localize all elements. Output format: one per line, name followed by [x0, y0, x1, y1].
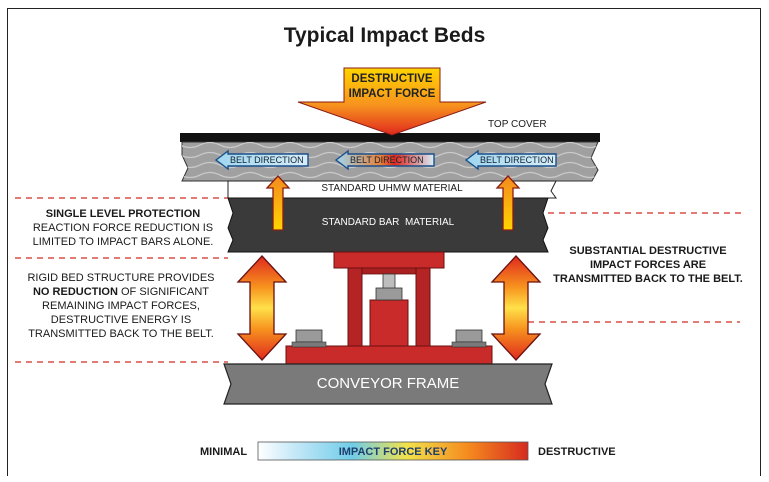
single-level-heading: SINGLE LEVEL PROTECTION — [45, 208, 201, 220]
double-arrow-left — [236, 255, 288, 361]
nut-left-base — [291, 341, 327, 348]
top-cover — [180, 133, 600, 142]
key-title: IMPACT FORCE KEY — [338, 446, 448, 458]
rigid-bed-rest: OF SIGNIFICANT — [117, 286, 209, 298]
base-plate — [285, 345, 493, 365]
rigid-bed-bold: NO REDUCTION — [32, 286, 118, 298]
belt-direction-arrow — [464, 149, 557, 171]
substantial-note: SUBSTANTIAL DESTRUCTIVE IMPACT FORCES AR… — [548, 244, 748, 286]
impact-force-arrow — [297, 67, 487, 136]
rigid-bed-line5: TRANSMITTED BACK TO THE BELT. — [28, 328, 214, 340]
conveyor-frame-label: CONVEYOR FRAME — [316, 375, 460, 392]
single-level-line1: REACTION FORCE REDUCTION IS — [32, 222, 214, 234]
force-arrow-line2: IMPACT FORCE — [348, 88, 436, 100]
belt-direction-arrow — [334, 149, 435, 171]
nut-left — [295, 329, 323, 343]
transmission-arrows — [236, 255, 542, 361]
bolt-nut — [375, 287, 403, 301]
key-min-label: MINIMAL — [200, 446, 248, 458]
rigid-bed-line2: NO REDUCTION OF SIGNIFICANT — [14, 285, 228, 299]
rigid-bed-line3: REMAINING IMPACT FORCES, — [42, 300, 200, 312]
rigid-bed-line4: DESTRUCTIVE ENERGY IS — [50, 314, 192, 326]
standard-bar-label: STANDARD BAR MATERIAL — [321, 217, 455, 228]
diagram-frame — [7, 8, 761, 476]
dashed-lines — [15, 197, 746, 363]
belt-direction-label-2: BELT DIRECTION — [350, 155, 424, 165]
top-cover-label: TOP COVER — [488, 119, 547, 130]
support-structure — [285, 251, 493, 365]
standard-bar — [227, 197, 549, 253]
column-right — [415, 267, 431, 347]
rigid-bed-line1: RIGID BED STRUCTURE PROVIDES — [27, 272, 215, 284]
conveyor-frame — [223, 363, 553, 405]
impact-force-key-bar — [257, 441, 529, 461]
uhmw-layer — [227, 180, 557, 199]
belt-direction-label-3: BELT DIRECTION — [480, 155, 554, 165]
reaction-arrow-left — [265, 175, 291, 231]
reaction-arrow-right — [495, 175, 521, 231]
force-arrow-line1: DESTRUCTIVE — [351, 73, 433, 85]
key-max-label: DESTRUCTIVE — [538, 446, 616, 458]
single-level-note: SINGLE LEVEL PROTECTION REACTION FORCE R… — [20, 207, 226, 249]
double-arrow-right — [490, 255, 542, 361]
nut-right — [455, 329, 483, 343]
nut-right-base — [451, 341, 487, 348]
substantial-line3: TRANSMITTED BACK TO THE BELT. — [553, 273, 743, 285]
top-bracket — [333, 251, 445, 269]
web-plate — [361, 267, 417, 275]
diagram-title: Typical Impact Beds — [283, 24, 486, 47]
column-left — [347, 267, 363, 347]
force-arrow-label: DESTRUCTIVE IMPACT FORCE — [344, 72, 440, 102]
substantial-line1: SUBSTANTIAL DESTRUCTIVE — [569, 245, 727, 257]
reaction-arrows — [265, 175, 521, 231]
belt-direction-label-1: BELT DIRECTION — [230, 155, 304, 165]
belt-direction-arrow — [214, 149, 309, 171]
single-level-line2: LIMITED TO IMPACT BARS ALONE. — [32, 236, 214, 248]
substantial-line2: IMPACT FORCES ARE — [589, 259, 707, 271]
uhmw-label: STANDARD UHMW MATERIAL — [321, 183, 463, 194]
belt-direction-arrows — [214, 149, 557, 171]
rigid-bed-note: RIGID BED STRUCTURE PROVIDES NO REDUCTIO… — [14, 271, 228, 341]
